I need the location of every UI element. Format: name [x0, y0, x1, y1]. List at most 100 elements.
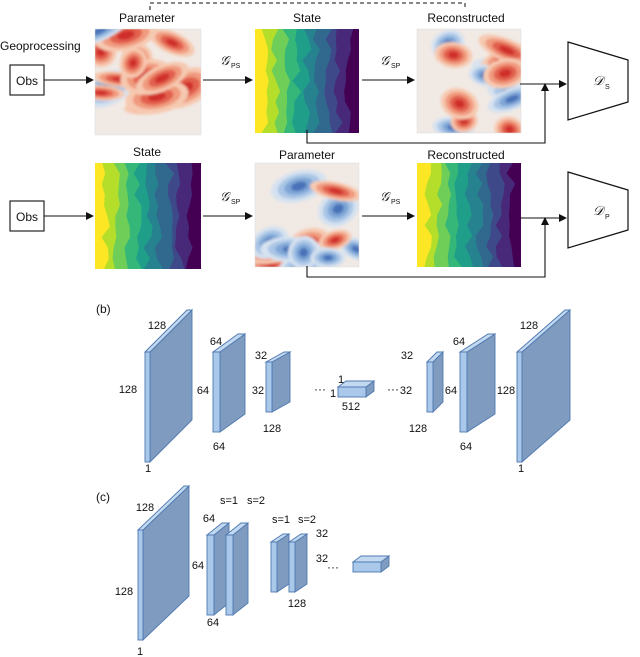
- contour-band: [117, 30, 135, 40]
- dim-label: 1: [145, 463, 151, 475]
- contour-band: [332, 203, 344, 214]
- block-front: [352, 561, 382, 573]
- contour-band: [95, 90, 108, 96]
- contour-band: [498, 45, 515, 55]
- block-front: [288, 541, 296, 593]
- geoprocessing-label: Geoprocessing: [0, 39, 81, 53]
- contour-band: [417, 163, 432, 267]
- discriminator-p: [567, 171, 629, 249]
- contour-band: [154, 73, 170, 83]
- dashed-bracket: [149, 2, 466, 10]
- ellipsis: ···: [314, 382, 326, 396]
- operator-subscript: PS: [391, 199, 401, 206]
- dim-label: 32: [400, 385, 412, 397]
- contour-band: [448, 51, 459, 59]
- block-side: [149, 308, 193, 464]
- dim-label: 64: [210, 336, 222, 348]
- discriminator-blocks: [136, 484, 391, 642]
- map-title: Reconstructed: [427, 11, 504, 25]
- arrow-to-discriminator: [306, 217, 549, 278]
- contour-band: [351, 245, 359, 253]
- panel-label: (b): [96, 302, 111, 316]
- state-map: [255, 29, 359, 133]
- operator-gsp: 𝒢: [220, 189, 232, 204]
- dim-label: 128: [136, 502, 154, 514]
- dim-label: 32: [255, 350, 267, 362]
- operator-subscript: SP: [391, 63, 401, 70]
- dim-label: 1: [518, 463, 524, 475]
- dim-label: 1: [338, 374, 344, 386]
- contour-band: [454, 99, 465, 109]
- dim-label: 64: [453, 336, 465, 348]
- arrow-to-discriminator: [306, 83, 549, 144]
- contour-band: [323, 255, 333, 261]
- dim-label: 128: [119, 384, 137, 396]
- dim-label: 1: [330, 388, 336, 400]
- block-front: [225, 534, 234, 616]
- dim-label: 32: [401, 350, 413, 362]
- contour-band: [96, 48, 106, 57]
- dim-label: 128: [409, 423, 427, 435]
- dim-label: 128: [288, 598, 306, 610]
- dim-label: 32: [316, 528, 328, 540]
- dim-label: 512: [342, 401, 360, 413]
- dim-label: 64: [445, 385, 457, 397]
- dim-label: 64: [192, 560, 204, 572]
- ellipsis: ···: [327, 560, 339, 574]
- dim-label: 128: [263, 423, 281, 435]
- map-title: Reconstructed: [427, 148, 504, 162]
- stride-label: s=1: [220, 495, 238, 507]
- dim-label: 128: [497, 385, 515, 397]
- contour-band: [328, 188, 344, 194]
- contour-band: [255, 29, 269, 133]
- dim-label: 32: [252, 385, 264, 397]
- obs-box: [9, 64, 45, 96]
- operator-subscript: PS: [231, 63, 241, 70]
- dim-label: 64: [207, 617, 219, 629]
- contour-band: [129, 58, 137, 68]
- block-front: [516, 351, 523, 463]
- map-title: Parameter: [279, 148, 335, 162]
- row1: Obs Parameter 𝒢 PS State 𝒢 SP Reconstruc…: [9, 11, 629, 144]
- block-front: [265, 361, 273, 413]
- discriminator-s: [567, 41, 629, 121]
- block-side: [521, 309, 571, 463]
- dim-label: 1: [137, 646, 143, 657]
- operator-gps: 𝒢: [380, 189, 392, 204]
- panel-c: (c) 128 128 1 s=1 s=2 64 64 64 s=1 s=2 3…: [96, 484, 391, 657]
- parameter-map: [254, 162, 360, 268]
- block-side: [232, 522, 249, 616]
- dim-label: 128: [148, 320, 166, 332]
- block-front: [459, 351, 468, 433]
- contour-band: [148, 92, 166, 102]
- dim-label: 128: [115, 586, 133, 598]
- contour-band: [299, 247, 309, 258]
- dim-label: 32: [316, 553, 328, 565]
- reconstructed-map: [417, 163, 521, 267]
- stride-label: s=2: [298, 514, 316, 526]
- dim-label: 64: [460, 441, 472, 453]
- stride-label: s=2: [247, 495, 265, 507]
- obs-box: [9, 200, 45, 232]
- contour-band: [165, 38, 179, 47]
- parameter-map: [94, 28, 202, 136]
- block-front: [212, 351, 221, 433]
- contour-band: [330, 237, 340, 243]
- block-front: [270, 541, 278, 593]
- operator-subscript: SP: [231, 199, 241, 206]
- operator-gsp: 𝒢: [380, 53, 392, 68]
- obs-label: Obs: [16, 74, 38, 88]
- block-side: [276, 533, 290, 593]
- state-map: [95, 163, 201, 269]
- discriminator-subscript: P: [605, 214, 610, 221]
- discriminator-subscript: S: [605, 84, 610, 91]
- contour-band: [460, 117, 468, 125]
- block-front: [144, 351, 151, 463]
- reconstructed-map: [416, 28, 522, 134]
- discriminator-symbol: 𝒟: [593, 203, 606, 218]
- discriminator-symbol: 𝒟: [593, 73, 606, 88]
- map-title: State: [293, 11, 321, 25]
- block-front: [337, 386, 367, 398]
- dim-label: 128: [520, 320, 538, 332]
